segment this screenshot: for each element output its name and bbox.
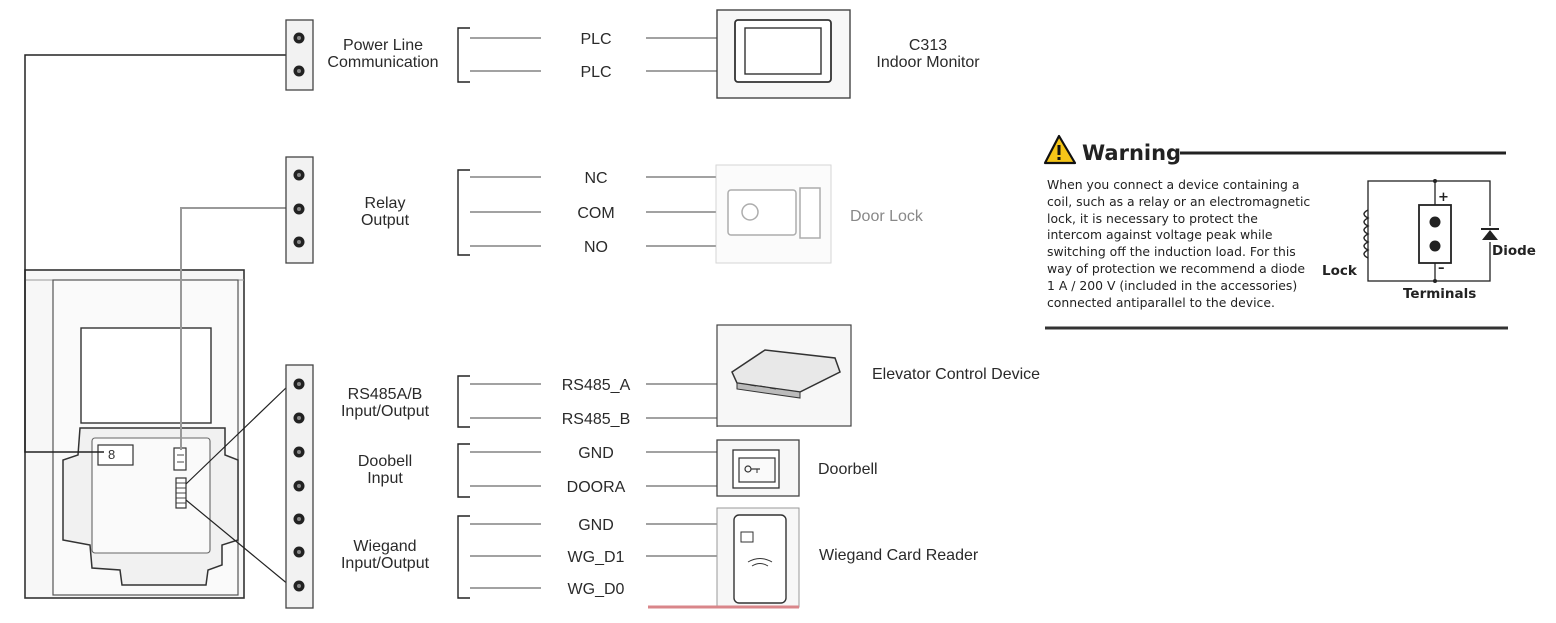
diode-label: Diode [1492,243,1536,259]
display-window [80,327,212,424]
warning-text-line: 1 A / 200 V (included in the accessories… [1047,277,1298,293]
signal-label-plc1: PLC [580,31,612,48]
signal-label-gnd1: GND [578,445,614,462]
signal-label-plc2: PLC [580,64,612,81]
warning-title: Warning [1082,141,1182,165]
group-label-line: Power Line [342,37,424,54]
warning-text-line: way of protection we recommend a diode [1047,260,1305,276]
plus-label: + [1438,190,1449,205]
device-label-elevator: Elevator Control Device [872,366,1041,383]
group-label-line: Input/Output [340,403,430,420]
warning-icon [1043,134,1077,165]
group-label-line: Input/Output [340,555,430,572]
plc-port [97,444,134,466]
warning-text-line: coil, such as a relay or an electromagne… [1047,193,1311,209]
device-label-doorbell: Doorbell [818,461,878,478]
signal-label-rs485a: RS485_A [561,377,631,394]
terminals-label: Terminals [1403,286,1477,302]
relay-wire [180,207,291,450]
group-label-line: Communication [327,54,439,71]
warning-text-line: connected antiparallel to the device. [1047,294,1275,310]
group-label-line: Doobell [357,453,413,470]
group-label-relay: Relay Output [345,195,425,229]
signal-label-doora: DOORA [566,479,626,496]
card-reader-icon [716,507,800,608]
device-label-line: Indoor Monitor [876,54,980,71]
signal-label-gnd2: GND [578,517,614,534]
minus-label: – [1438,261,1445,276]
signal-label-wgd0: WG_D0 [567,581,625,598]
signal-label-rs485b: RS485_B [561,411,631,428]
terminal-strip-plc [285,19,314,91]
warning-text-line: intercom against voltage peak while [1047,227,1273,243]
warning-text: When you connect a device containing a c… [1047,177,1322,311]
group-label-line: Input [367,470,403,487]
signal-label-com: COM [577,205,615,222]
group-label-line: Wiegand [353,538,417,555]
svg-text:8: 8 [108,447,115,462]
plc-wire [24,54,291,453]
signal-label-wgd1: WG_D1 [567,549,625,566]
signal-label-no: NO [584,239,608,256]
group-label-line: Output [360,212,410,229]
warning-text-line: switching off the induction load. For th… [1047,244,1296,260]
elevator-control-icon [716,324,852,427]
group-label-line: RS485A/B [347,386,423,403]
warning-text-line: When you connect a device containing a [1047,177,1300,192]
door-lock-icon [715,164,832,264]
group-label-line: Relay [364,195,406,212]
signal-label-nc: NC [584,170,608,187]
device-label-monitor: C313 Indoor Monitor [858,37,998,71]
diode-circuit [1363,180,1491,282]
device-label-card-reader: Wiegand Card Reader [819,547,979,564]
relay-port [173,447,187,471]
group-brackets [457,27,470,599]
lock-label: Lock [1322,263,1357,279]
intercom-unit [24,269,245,599]
group-label-rs485: RS485A/B Input/Output [330,386,440,420]
indoor-monitor-icon [716,9,851,99]
diode-icon [1481,226,1499,242]
device-label-door-lock: Door Lock [850,208,923,225]
doorbell-icon [716,439,800,497]
group-label-plc: Power Line Communication [318,37,448,71]
terminal-strip-relay [285,156,314,264]
group-label-doorbell: Doobell Input [345,453,425,487]
group-label-wiegand: Wiegand Input/Output [330,538,440,572]
signal-lines [470,37,717,589]
device-label-line: C313 [908,37,948,54]
warning-text-line: lock, it is necessary to protect the [1047,210,1258,226]
terminal-strip-io [285,364,314,609]
